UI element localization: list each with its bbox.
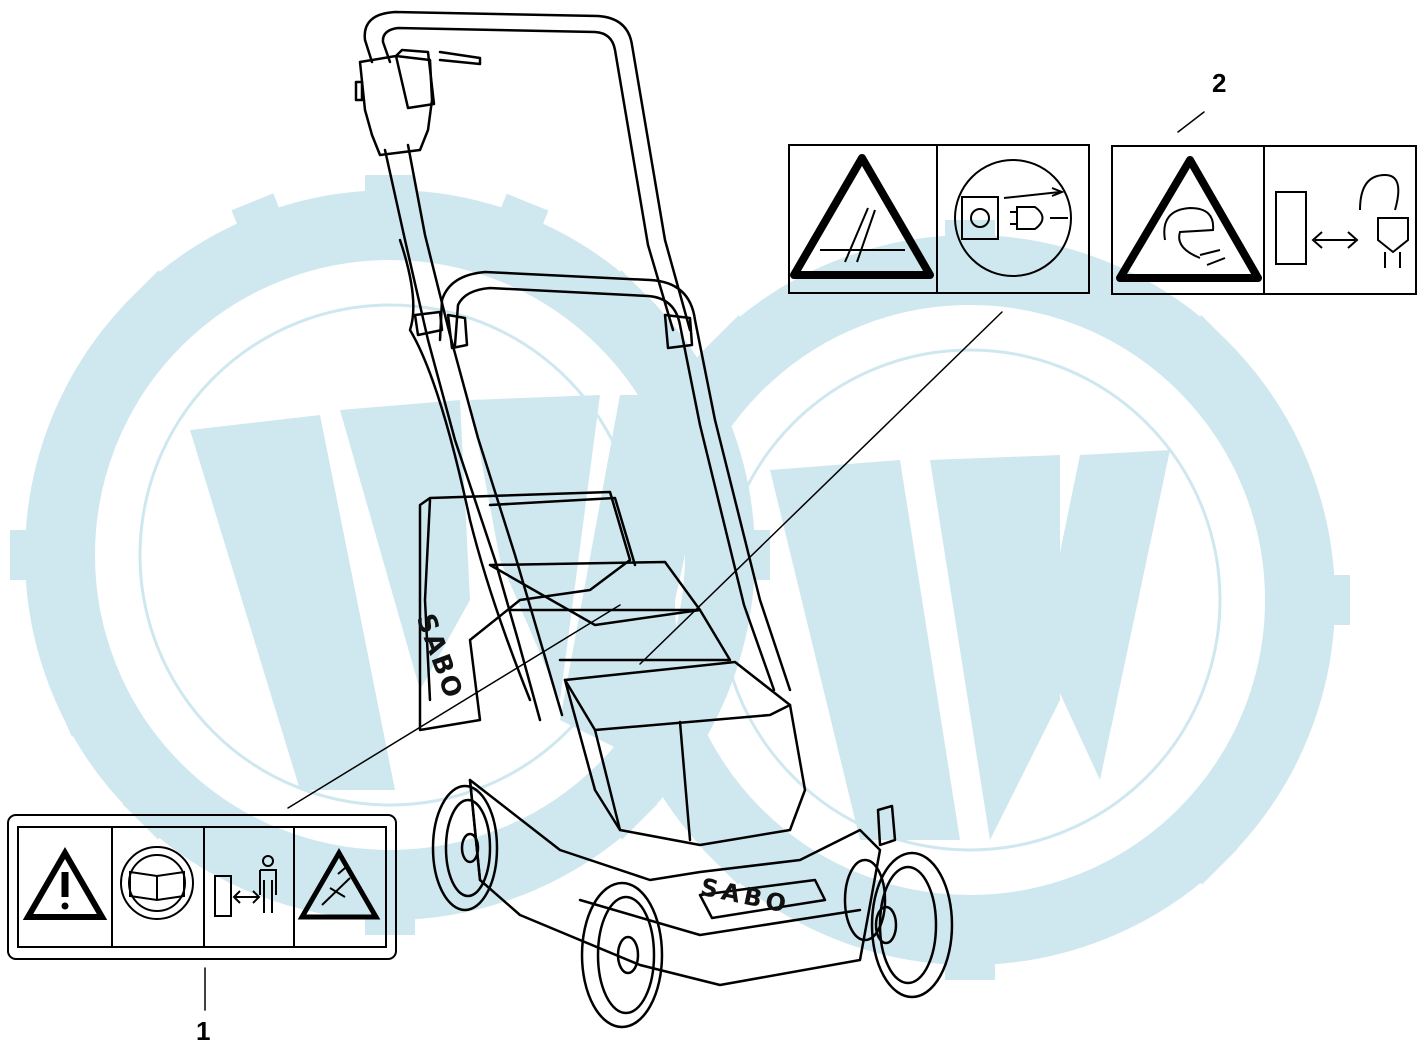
callout-label-2: 2 [1212, 68, 1227, 98]
read-manual-icon [120, 846, 194, 920]
upper-handle [363, 10, 692, 332]
left-handle-bar [383, 148, 542, 722]
front-left-wheel [580, 881, 664, 1029]
lower-handle [438, 270, 792, 692]
warning-exclamation-icon [22, 847, 108, 920]
leader-line-callout-2 [1177, 111, 1205, 133]
unplug-before-work-icon [954, 159, 1072, 277]
rear-left-wheel [431, 784, 499, 912]
w-letters-watermark [190, 395, 1170, 840]
decal-1-safety-labels [7, 814, 397, 960]
callout-label-1: 1 [196, 1016, 211, 1046]
keep-cable-away-icon [1275, 173, 1409, 268]
watermark-logo [10, 175, 1350, 980]
grass-catcher [418, 490, 632, 732]
mower-deck [468, 778, 882, 987]
lawnmower-illustration [204, 10, 1205, 1029]
keep-distance-icon [214, 855, 277, 917]
cable-hazard-warning-icon [1116, 156, 1262, 282]
decal-3-safety-labels [1111, 145, 1417, 295]
switch-box [358, 54, 434, 157]
decal-2-safety-labels [788, 144, 1090, 294]
motor-hood [563, 660, 807, 847]
leader-line-decal-2 [639, 311, 1003, 665]
maintenance-warning-icon [790, 154, 934, 279]
thrown-objects-warning-icon [297, 848, 381, 920]
rear-right-wheel [843, 858, 887, 942]
leader-line-decal-1 [287, 604, 621, 809]
